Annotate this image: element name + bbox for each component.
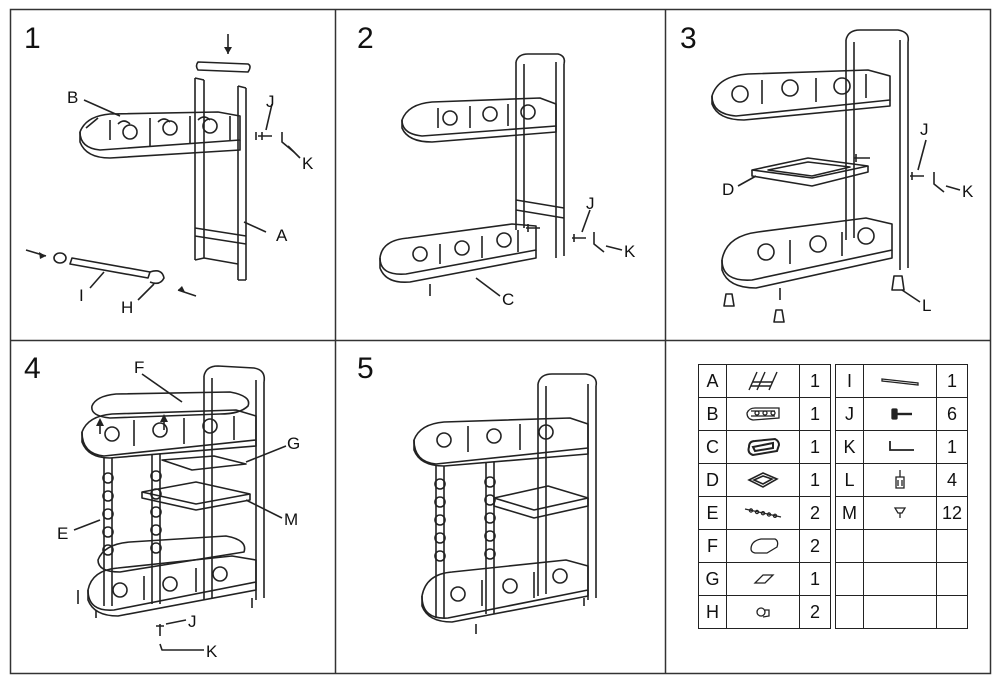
label-J: J [266, 92, 275, 111]
middle-shelf-icon [726, 463, 800, 497]
part-qty: 2 [799, 496, 831, 530]
label-K: K [206, 642, 218, 661]
parts-row: J 6 [835, 397, 968, 431]
parts-row [835, 529, 968, 563]
allen-key-icon [863, 430, 937, 464]
label-L: L [922, 296, 932, 315]
part-letter: A [698, 364, 727, 398]
part-qty: 1 [936, 430, 968, 464]
part-letter: J [835, 397, 864, 431]
part-qty: 1 [799, 463, 831, 497]
bottom-tray-icon [726, 430, 800, 464]
parts-row: A 1 [698, 364, 831, 398]
part-letter: F [698, 529, 727, 563]
label-D: D [722, 180, 735, 199]
label-M: M [284, 510, 299, 529]
label-G: G [287, 434, 301, 453]
part-qty [936, 529, 968, 563]
label-E: E [57, 524, 69, 543]
glass-panel-icon [726, 562, 800, 596]
part-letter: D [698, 463, 727, 497]
part-qty: 1 [799, 562, 831, 596]
end-cap-icon [726, 595, 800, 629]
label-J: J [188, 612, 197, 631]
parts-row: L 4 [835, 463, 968, 497]
caster-icon [863, 463, 937, 497]
parts-row: E 2 [698, 496, 831, 530]
label-K: K [302, 154, 314, 173]
parts-row [835, 562, 968, 596]
parts-row: M 12 [835, 496, 968, 530]
label-F: F [134, 358, 145, 377]
step-5-number: 5 [357, 352, 374, 385]
parts-row: F 2 [698, 529, 831, 563]
parts-row: H 2 [698, 595, 831, 629]
part-letter: C [698, 430, 727, 464]
part-letter: K [835, 430, 864, 464]
part-qty: 1 [936, 364, 968, 398]
label-J: J [586, 194, 595, 213]
part-qty: 4 [936, 463, 968, 497]
step-3-number: 3 [680, 22, 697, 55]
parts-row: D 1 [698, 463, 831, 497]
bolt-icon [863, 397, 937, 431]
label-H: H [121, 298, 134, 317]
part-letter: E [698, 496, 727, 530]
part-qty: 2 [799, 595, 831, 629]
part-qty [936, 595, 968, 629]
parts-row: G 1 [698, 562, 831, 596]
part-letter [835, 562, 864, 596]
part-letter [835, 529, 864, 563]
tray-board-icon [726, 529, 800, 563]
parts-row: C 1 [698, 430, 831, 464]
empty-cell [863, 562, 937, 596]
top-tray-icon [726, 397, 800, 431]
parts-row: I 1 [835, 364, 968, 398]
part-qty: 1 [799, 364, 831, 398]
part-letter [835, 595, 864, 629]
empty-cell [863, 595, 937, 629]
parts-row: B 1 [698, 397, 831, 431]
part-qty: 2 [799, 529, 831, 563]
part-qty: 1 [799, 430, 831, 464]
label-C: C [502, 290, 515, 309]
part-letter: L [835, 463, 864, 497]
clip-icon [863, 496, 937, 530]
part-qty: 6 [936, 397, 968, 431]
label-B: B [67, 88, 79, 107]
part-letter: G [698, 562, 727, 596]
part-qty: 1 [799, 397, 831, 431]
spindle-leg-icon [726, 496, 800, 530]
part-letter: H [698, 595, 727, 629]
parts-list-right: I 1 J 6 K 1 L [835, 364, 968, 629]
empty-cell [863, 529, 937, 563]
handle-bar-icon [863, 364, 937, 398]
part-letter: I [835, 364, 864, 398]
label-I: I [79, 286, 84, 305]
part-qty: 12 [936, 496, 968, 530]
step-4-number: 4 [24, 352, 41, 385]
step-1-number: 1 [24, 22, 41, 55]
parts-row: K 1 [835, 430, 968, 464]
parts-row [835, 595, 968, 629]
frame-icon [726, 364, 800, 398]
label-K: K [624, 242, 636, 261]
step-2-number: 2 [357, 22, 374, 55]
label-K: K [962, 182, 974, 201]
part-letter: M [835, 496, 864, 530]
part-qty [936, 562, 968, 596]
label-A: A [276, 226, 288, 245]
part-letter: B [698, 397, 727, 431]
label-J: J [920, 120, 929, 139]
parts-list-left: A 1 B 1 C 1 D [698, 364, 831, 629]
